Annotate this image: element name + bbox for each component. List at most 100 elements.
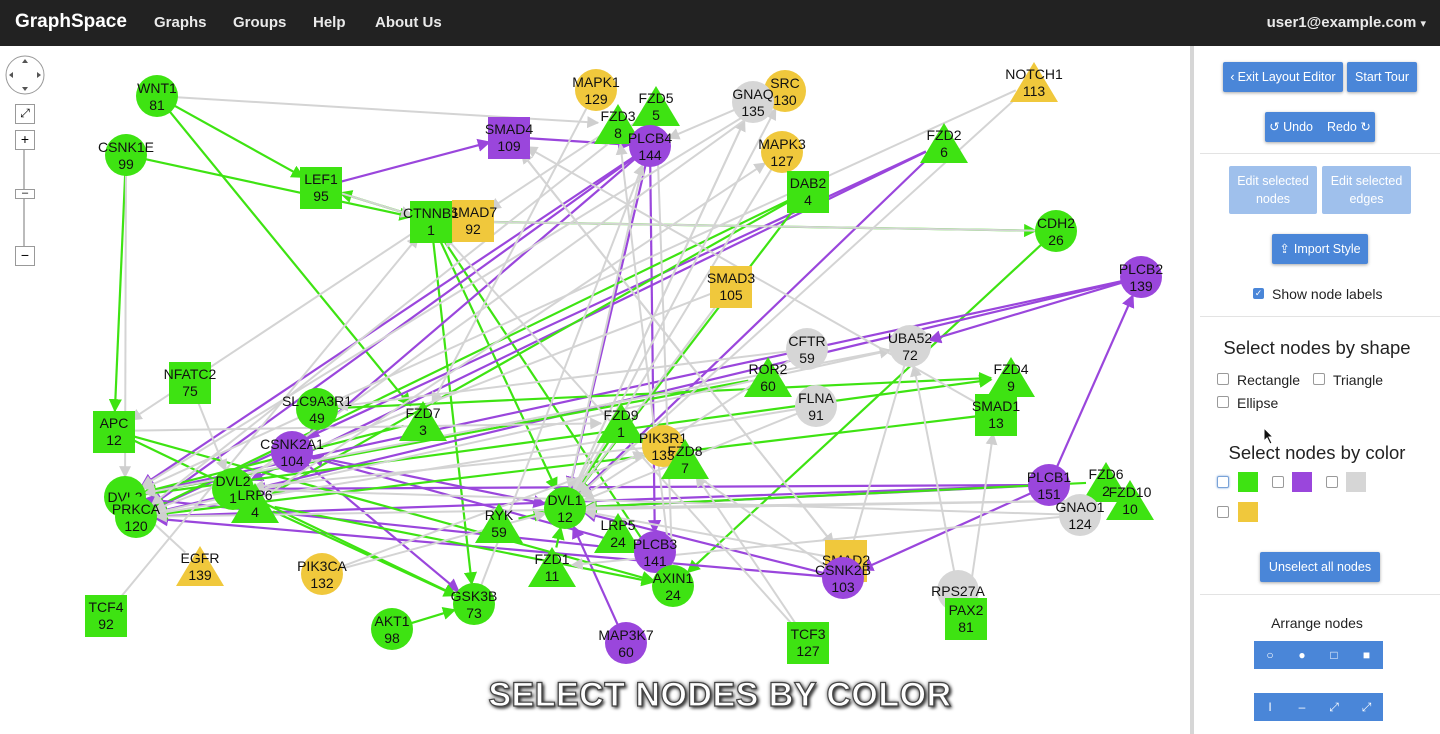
node-shape[interactable]	[296, 388, 338, 430]
edge-plcb4-csnk2a1[interactable]	[306, 158, 636, 440]
node-shape[interactable]	[786, 328, 828, 370]
edge-lef1-smad4[interactable]	[340, 138, 491, 183]
color-gray-checkbox[interactable]	[1326, 476, 1338, 488]
node-shape[interactable]	[575, 69, 617, 111]
edge-csnk1e-ctnnb1[interactable]	[145, 158, 413, 221]
arrange-expand-button[interactable]: ⤢	[1350, 693, 1383, 721]
edge-plcb2-uba52[interactable]	[927, 281, 1123, 344]
edge-lef1-ctnnb1[interactable]	[339, 191, 414, 218]
zoom-out-button[interactable]: −	[15, 246, 35, 266]
node-shape[interactable]	[212, 468, 254, 510]
zoom-slider-handle[interactable]: –	[15, 188, 35, 199]
node-shape[interactable]	[488, 117, 530, 159]
node-shape[interactable]	[945, 598, 987, 640]
exit-layout-editor-button[interactable]: ‹Exit Layout Editor	[1223, 62, 1343, 92]
node-shape[interactable]	[764, 70, 806, 112]
edge-apc-gsk3b[interactable]	[131, 438, 458, 597]
node-shape[interactable]	[410, 201, 452, 243]
edge-dvl3-fzd4[interactable]	[144, 374, 993, 496]
arrange-circle-outline-button[interactable]: ○	[1254, 641, 1286, 669]
node-shape[interactable]	[105, 134, 147, 176]
unselect-all-nodes-button[interactable]: Unselect all nodes	[1260, 552, 1380, 582]
node-shape[interactable]	[176, 546, 224, 586]
node-shape[interactable]	[661, 439, 709, 479]
edge-cdh2-ctnnb1[interactable]	[449, 215, 1037, 232]
brand-logo[interactable]: GraphSpace	[15, 11, 127, 32]
node-shape[interactable]	[1059, 494, 1101, 536]
node-shape[interactable]	[732, 81, 774, 123]
node-shape[interactable]	[136, 75, 178, 117]
edge-map3k7-dvl1[interactable]	[572, 525, 619, 626]
arrange-vertical-button[interactable]: I	[1254, 693, 1286, 721]
edge-gnaq-plcb4[interactable]	[667, 108, 736, 140]
edge-dab2-lrp6[interactable]	[271, 199, 792, 495]
edge-lrp6-gsk3b[interactable]	[272, 510, 458, 597]
edge-wnt1-fzd7[interactable]	[168, 110, 412, 407]
node-shape[interactable]	[634, 531, 676, 573]
edge-smad4-smad2[interactable]	[520, 152, 835, 546]
node-shape[interactable]	[597, 403, 645, 443]
edge-csnk1e-apc[interactable]	[108, 174, 127, 413]
node-shape[interactable]	[795, 385, 837, 427]
panel-divider[interactable]	[1190, 46, 1194, 734]
edge-csnk2b-prkca[interactable]	[154, 513, 824, 578]
arrange-horizontal-button[interactable]: –	[1286, 693, 1318, 721]
undo-button[interactable]: ↺ Undo	[1269, 118, 1313, 136]
node-shape[interactable]	[987, 357, 1035, 397]
node-shape[interactable]	[710, 266, 752, 308]
node-shape[interactable]	[1106, 480, 1154, 520]
edge-fzd5-dvl1[interactable]	[565, 125, 653, 490]
edge-smad1-prkca[interactable]	[154, 415, 977, 520]
edit-selected-nodes-button[interactable]: Edit selected nodes	[1229, 166, 1317, 214]
edge-nfatc2-dvl2[interactable]	[196, 400, 228, 472]
node-shape[interactable]	[761, 131, 803, 173]
edge-pik3r1-dvl2[interactable]	[251, 446, 644, 492]
edge-gsk3b-plcb4[interactable]	[480, 163, 645, 586]
edge-mapk1-fzd7[interactable]	[431, 107, 588, 405]
edge-wnt1-fzd3[interactable]	[176, 96, 600, 129]
edge-plcb4-dvl3[interactable]	[140, 156, 634, 487]
color-swatch-yellow[interactable]	[1238, 502, 1258, 522]
nav-help[interactable]: Help	[313, 14, 346, 31]
arrange-circle-filled-button[interactable]: ●	[1286, 641, 1318, 669]
edge-smad2-dvl1[interactable]	[583, 507, 827, 558]
color-yellow-checkbox[interactable]	[1217, 506, 1229, 518]
node-shape[interactable]	[231, 483, 279, 523]
node-shape[interactable]	[528, 547, 576, 587]
nav-groups[interactable]: Groups	[233, 14, 287, 31]
node-shape[interactable]	[300, 167, 342, 209]
node-shape[interactable]	[594, 513, 642, 553]
